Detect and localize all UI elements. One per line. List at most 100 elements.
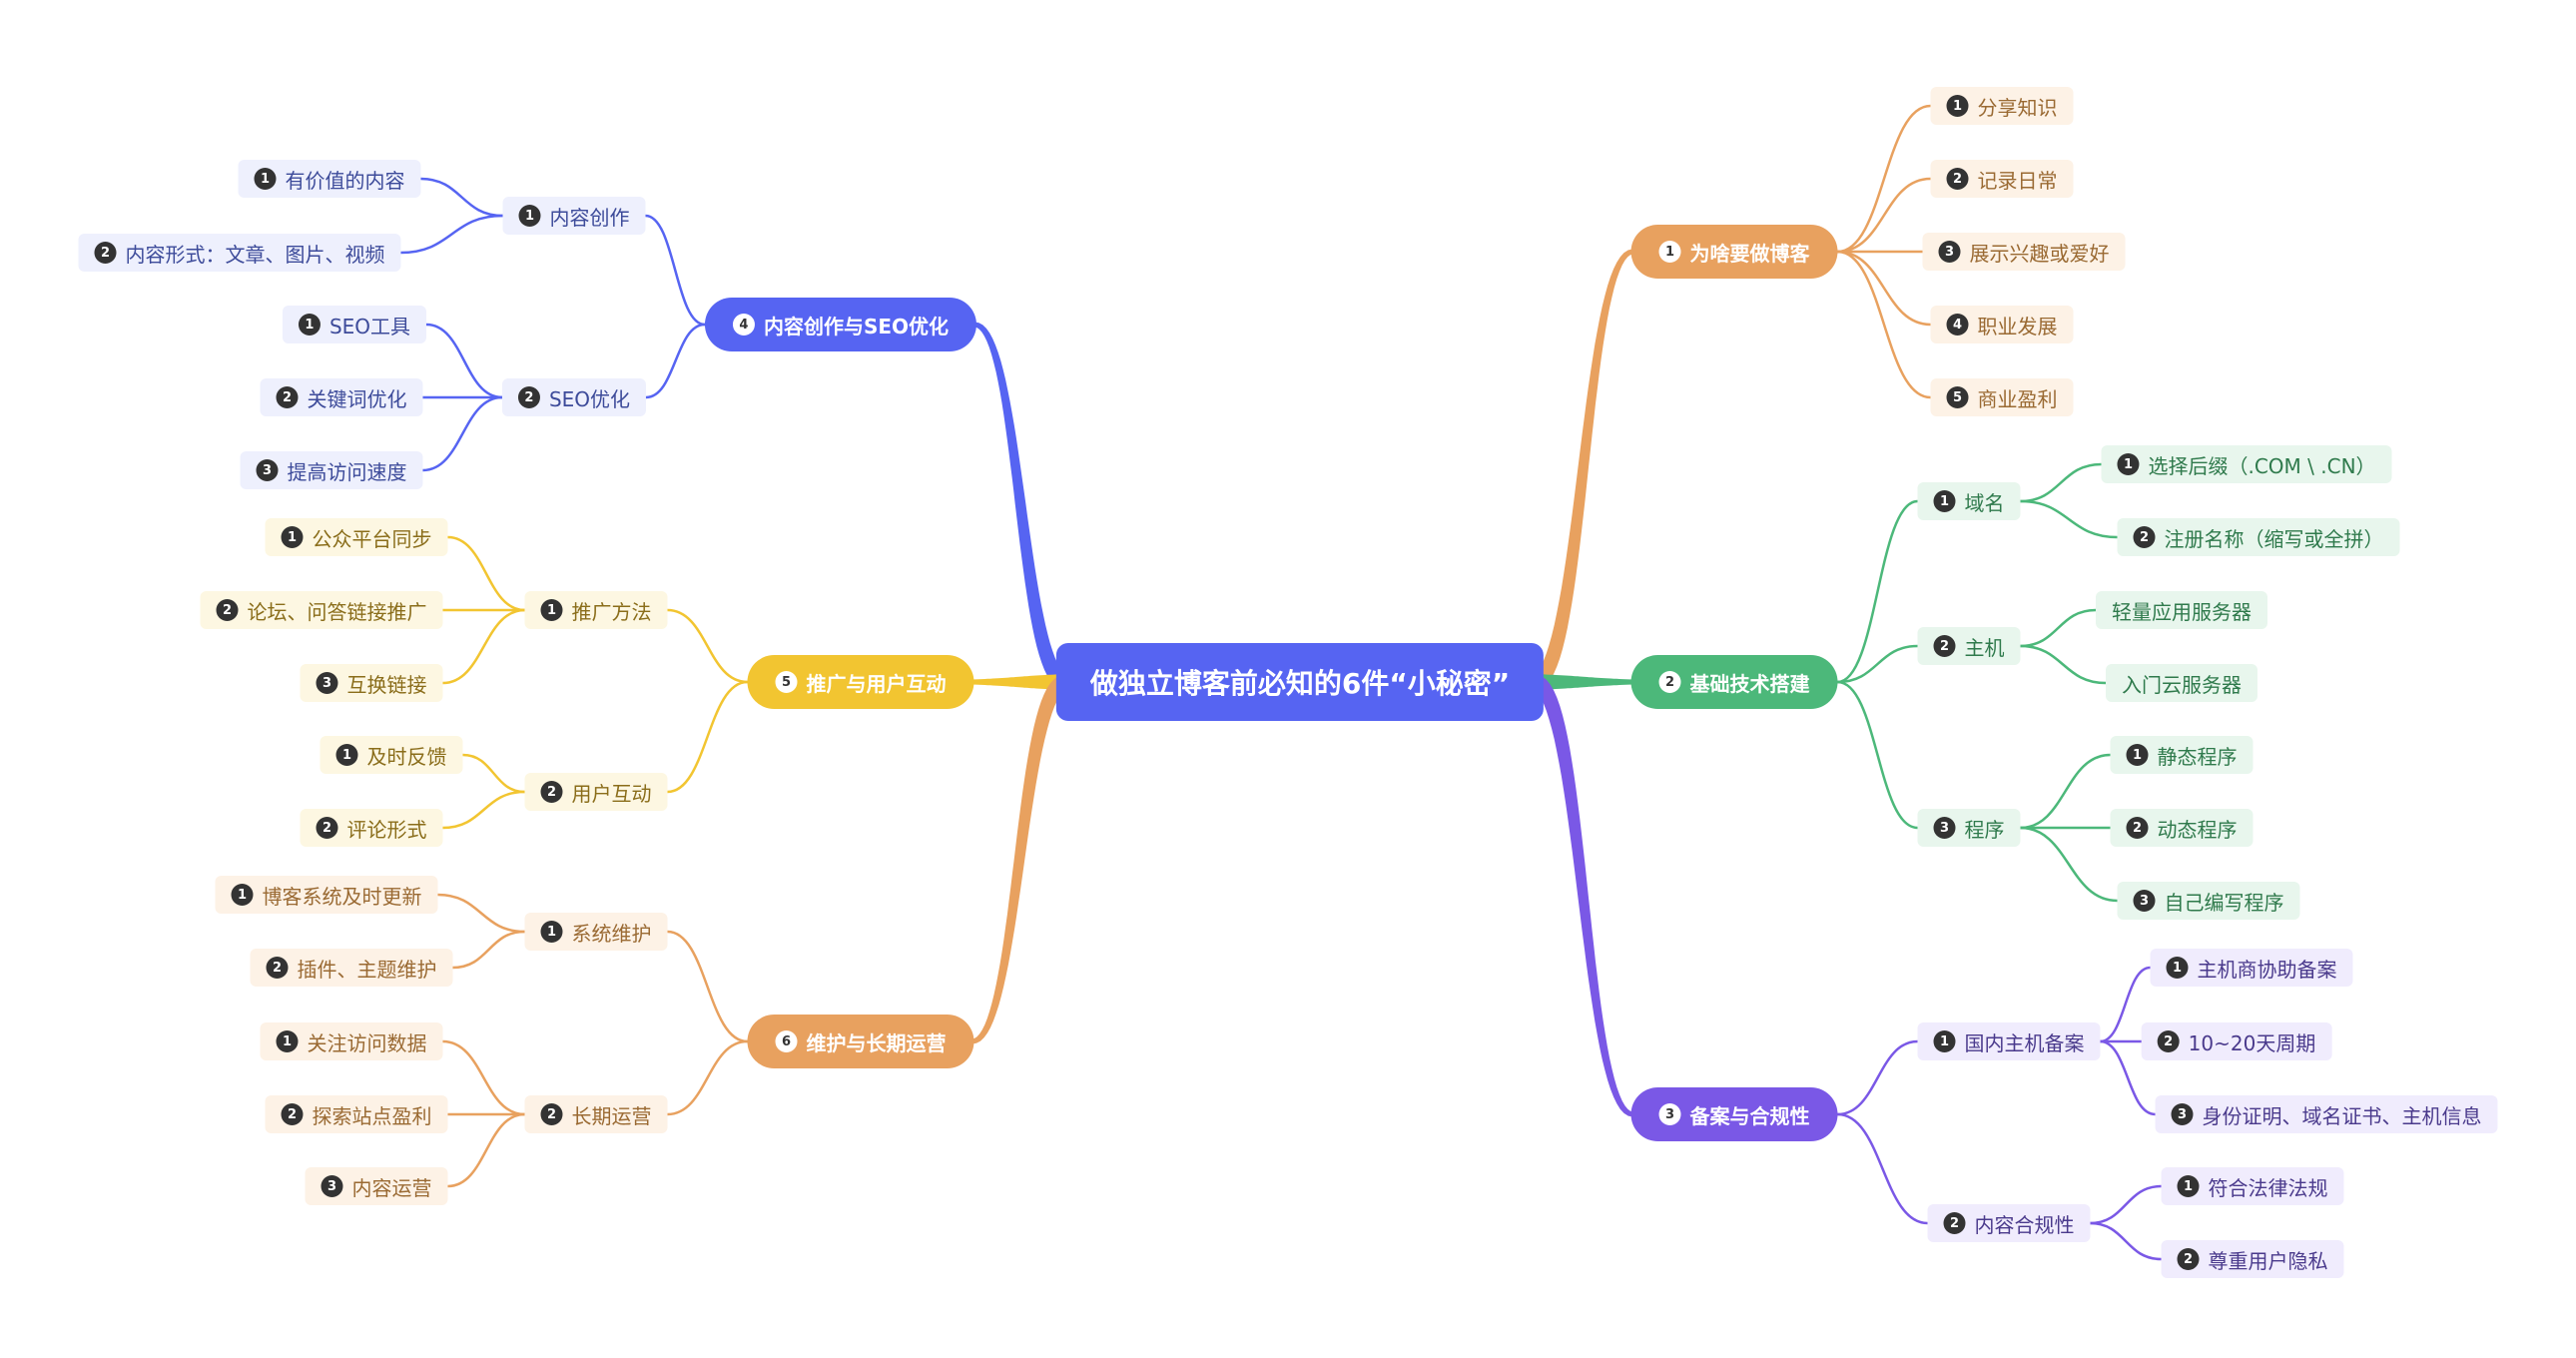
branch-link-4 bbox=[974, 322, 1066, 690]
number-badge: 1 bbox=[1933, 1030, 1956, 1052]
number-badge: 1 bbox=[1946, 95, 1969, 117]
branch-2-item-2-sub-1[interactable]: 轻量应用服务器 bbox=[2096, 591, 2267, 629]
branch-4-link-2 bbox=[644, 323, 707, 399]
branch-2-item-2-label: 主机 bbox=[1964, 635, 2005, 660]
number-badge: 4 bbox=[1946, 314, 1969, 336]
branch-2-item-2[interactable]: 2 主机 bbox=[1917, 627, 2021, 665]
branch-2-item-3-sub-1[interactable]: 1 静态程序 bbox=[2110, 736, 2254, 774]
branch-6-item-1-sub-1-label: 博客系统及时更新 bbox=[262, 884, 422, 909]
branch-3-item-1-link-1 bbox=[2099, 966, 2152, 1043]
branch-6-item-2-sub-3-label: 内容运营 bbox=[351, 1175, 432, 1200]
branch-2-item-1-sub-1-label: 选择后缀（.COM \ .CN） bbox=[2148, 453, 2376, 478]
branch-4-item-2-sub-3-label: 提高访问速度 bbox=[287, 459, 407, 484]
branch-3-item-1-sub-3-label: 身份证明、域名证书、主机信息 bbox=[2202, 1103, 2482, 1128]
branch-node-2-label: 基础技术搭建 bbox=[1689, 671, 1810, 696]
branch-2-item-2-sub-2[interactable]: 入门云服务器 bbox=[2106, 664, 2257, 702]
number-badge: 3 bbox=[1658, 1103, 1681, 1125]
branch-1-item-2-label: 记录日常 bbox=[1977, 168, 2058, 193]
number-badge: 1 bbox=[1933, 490, 1956, 512]
branch-node-5-label: 推广与用户互动 bbox=[806, 671, 947, 696]
root-node[interactable]: 做独立博客前必知的6件“小秘密” bbox=[1055, 643, 1545, 721]
branch-3-item-2-link-2 bbox=[2089, 1221, 2163, 1261]
branch-node-4-label: 内容创作与SEO优化 bbox=[763, 314, 950, 339]
branch-6-item-2-label: 长期运营 bbox=[571, 1103, 652, 1128]
branch-2-item-1-link-1 bbox=[2019, 462, 2103, 503]
branch-3-link-2 bbox=[1836, 1112, 1929, 1225]
branch-6-item-2-link-1 bbox=[441, 1039, 526, 1116]
number-badge: 1 bbox=[281, 526, 304, 548]
number-badge: 2 bbox=[1943, 1212, 1966, 1234]
branch-6-item-1-link-2 bbox=[451, 930, 526, 970]
branch-2-link-2 bbox=[1836, 644, 1919, 684]
branch-2-item-3-sub-1-label: 静态程序 bbox=[2157, 744, 2238, 769]
branch-link-1 bbox=[1534, 249, 1633, 690]
number-badge: 3 bbox=[1938, 241, 1961, 263]
number-badge: 1 bbox=[2126, 744, 2149, 766]
number-badge: 1 bbox=[518, 205, 541, 227]
branch-2-item-3-link-3 bbox=[2019, 826, 2119, 903]
branch-6-item-1-sub-2-label: 插件、主题维护 bbox=[297, 957, 437, 982]
branch-4-item-2-label: SEO优化 bbox=[548, 386, 631, 411]
branch-1-item-2[interactable]: 2 记录日常 bbox=[1930, 160, 2074, 198]
branch-5-item-2-label: 用户互动 bbox=[571, 781, 652, 806]
branch-2-item-3-link-1 bbox=[2019, 753, 2112, 830]
branch-5-item-2-link-1 bbox=[461, 753, 526, 794]
branch-3-item-2-label: 内容合规性 bbox=[1974, 1212, 2075, 1237]
branch-5-item-1-sub-3-label: 互换链接 bbox=[346, 672, 427, 697]
number-badge: 2 bbox=[1933, 635, 1956, 657]
branch-3-item-2-sub-1-label: 符合法律法规 bbox=[2208, 1175, 2328, 1200]
branch-2-item-1-link-2 bbox=[2019, 499, 2119, 539]
branch-node-6-label: 维护与长期运营 bbox=[806, 1030, 947, 1055]
number-badge: 1 bbox=[335, 744, 358, 766]
number-badge: 2 bbox=[1946, 168, 1969, 190]
branch-2-item-3-sub-2-label: 动态程序 bbox=[2157, 817, 2238, 842]
branch-1-link-1 bbox=[1836, 104, 1932, 254]
branch-3-item-2[interactable]: 2 内容合规性 bbox=[1927, 1204, 2091, 1242]
number-badge: 1 bbox=[1658, 241, 1681, 263]
